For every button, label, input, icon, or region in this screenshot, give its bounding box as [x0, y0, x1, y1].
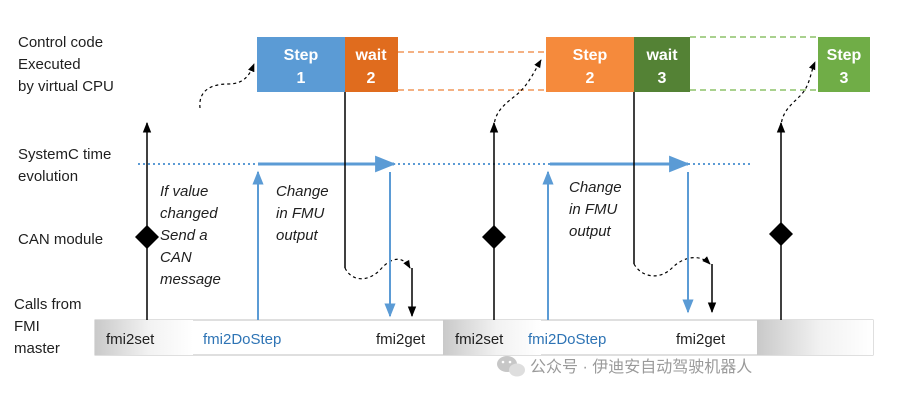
can-diamond-2: [482, 225, 506, 249]
row-label-calls: Calls from FMI master: [14, 296, 86, 357]
wechat-icon: [497, 356, 525, 377]
output-curve-1: [344, 258, 411, 280]
svg-text:Step: Step: [573, 47, 608, 64]
trigger-curve-3: [780, 61, 816, 129]
call-fmi2set-1: fmi2set: [106, 331, 155, 348]
row-label-systemc: SystemC time evolution: [18, 146, 116, 185]
svg-text:2: 2: [367, 70, 376, 87]
svg-text:wait: wait: [645, 47, 678, 64]
can-diamond-3: [769, 222, 793, 246]
step-3-box: Step 3: [818, 37, 870, 92]
trigger-curve-1: [199, 63, 255, 109]
call-fmi2dostep-1: fmi2DoStep: [203, 331, 281, 348]
call-fmi2dostep-2: fmi2DoStep: [528, 331, 606, 348]
row-label-control: Control code Executed by virtual CPU: [18, 34, 114, 95]
svg-text:3: 3: [840, 70, 849, 87]
output-curve-2: [633, 256, 711, 277]
trigger-curve-2: [493, 59, 542, 129]
can-diamond-1: [135, 225, 159, 249]
annotation-fmu-change-1: Change in FMU output: [276, 183, 333, 244]
svg-text:Step: Step: [284, 47, 319, 64]
svg-text:Step: Step: [827, 47, 862, 64]
annotation-fmu-change-2: Change in FMU output: [569, 179, 626, 240]
svg-text:wait: wait: [354, 47, 387, 64]
call-fmi2get-2: fmi2get: [676, 331, 726, 348]
row-label-can: CAN module: [18, 231, 103, 248]
svg-text:3: 3: [658, 70, 667, 87]
fmi-call-bar: [94, 319, 874, 356]
call-fmi2set-2: fmi2set: [455, 331, 504, 348]
wait-2-box: wait 2: [345, 37, 398, 92]
wait-3-box: wait 3: [634, 37, 690, 92]
svg-text:2: 2: [586, 70, 595, 87]
step-2-box: Step 2: [546, 37, 634, 92]
call-fmi2get-1: fmi2get: [376, 331, 426, 348]
watermark-text: 公众号 · 伊迪安自动驾驶机器人: [530, 358, 752, 376]
step-1-box: Step 1: [257, 37, 345, 92]
svg-text:1: 1: [297, 70, 306, 87]
annotation-can-send: If value changed Send a CAN message: [160, 183, 222, 288]
